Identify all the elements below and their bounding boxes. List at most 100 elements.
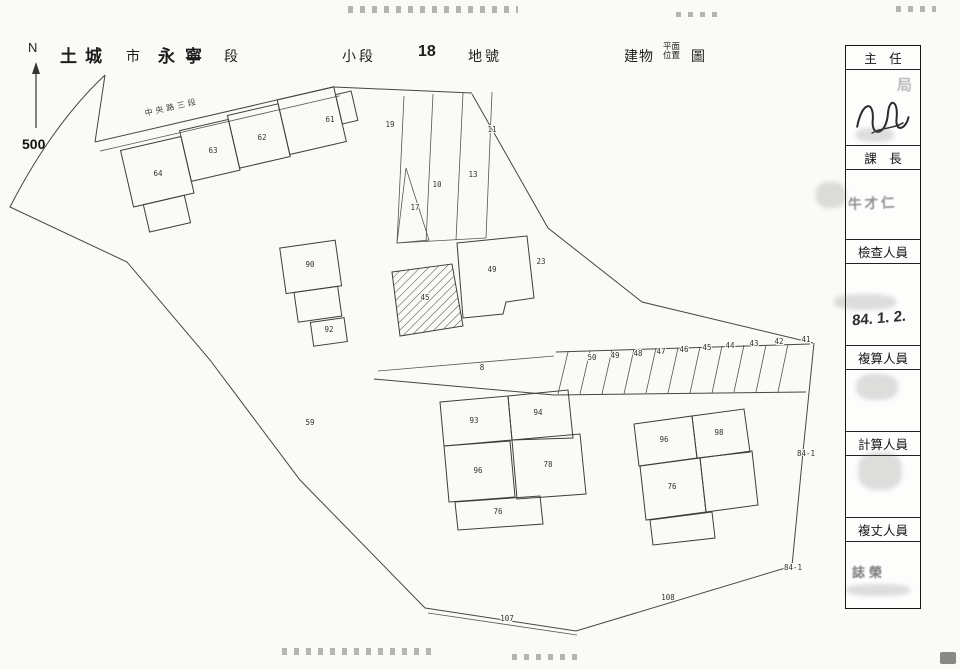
parcel-label: 76 [667,482,677,491]
scan-artifact [896,6,936,12]
approval-row-resurvey: 複丈人員 [846,518,920,542]
scan-artifact [940,652,956,664]
parcel-label: 46 [679,345,689,354]
title-building-label: 建物 [624,48,654,64]
parcel-label: 96 [659,435,669,444]
parcel-label: 63 [208,146,217,155]
title-plan-top: 平面 [663,41,681,51]
parcel-label: 23 [536,257,545,266]
scan-artifact [282,648,432,655]
parcel-label: 11 [487,125,496,134]
parcel-label: 64 [153,169,163,178]
bureau-stamp-char: 局 [896,77,912,94]
parcel-label: 96 [473,466,483,475]
parcel-label: 84-1 [797,449,815,458]
ghost-stamp [846,584,910,596]
approval-stamp-inspector: 84. 1. 2. [846,264,920,346]
parcel-label: 13 [468,170,477,179]
parcel-label: 84-1 [784,563,802,572]
parcel-labels: 64 63 62 61 19 11 13 10 17 90 92 45 49 23 8 50 49 48 47 46 4… [152,114,816,624]
building-49 [456,235,535,319]
parcel-label: 107 [500,614,514,623]
ghost-stamp [858,452,902,490]
lower-left-building-cluster [439,389,587,531]
row-label: 課 長 [864,152,902,166]
title-city-suffix: 市 [126,48,140,64]
scan-artifact [676,12,724,17]
parcel-label: 76 [493,507,503,516]
north-label: N [28,40,38,55]
lower-right-building-cluster [633,408,759,546]
handwritten-signature [856,101,910,134]
title-plan-stacked: 平面 位置 [663,42,680,60]
parcel-label: 47 [656,347,665,356]
building-90-group [279,239,348,347]
parcel-label: 49 [610,351,619,360]
site-boundary [9,74,815,636]
road-label: 中央路三段 [144,96,200,118]
hatched-parcel-45 [391,263,464,337]
parcel-label: 62 [257,133,266,142]
parcel-label: 8 [480,363,485,372]
parcel-label: 50 [587,353,597,362]
parcel-label: 98 [714,428,724,437]
parcel-label: 59 [305,418,314,427]
title-lot-label: 地號 [468,48,502,64]
ghost-stamp [834,294,896,310]
approval-row-calc: 計算人員 [846,432,920,456]
parcel-label: 78 [543,460,553,469]
title-subsection-label: 小段 [342,48,376,64]
scan-artifact [348,6,518,13]
ghost-stamp [856,128,894,142]
surveyor-seal: 誌榮 [852,565,887,580]
row-label: 主 任 [864,52,902,66]
approval-column: 主 任 局 課 長 牛才仁 檢查人員 84. 1. 2. 複算人員 計算人員 [845,45,921,609]
parcel-label: 42 [774,337,783,346]
approval-stamp-calc [846,456,920,518]
ghost-stamp [856,374,898,400]
north-arrow-icon [32,62,40,128]
approval-row-director: 主 任 [846,46,920,70]
parcel-label: 93 [469,416,478,425]
parcel-label: 17 [410,203,419,212]
inspection-date-stamp: 84. 1. 2. [851,307,907,330]
parcel-label: 108 [661,593,675,602]
approval-stamp-section-chief: 牛才仁 [846,170,920,240]
approval-stamp-recalc [846,370,920,432]
parcel-label: 92 [324,325,333,334]
title-lot-number: 18 [418,43,436,60]
parcel-label: 41 [801,335,810,344]
parcel-label: 61 [325,115,334,124]
ghost-stamp [816,182,846,208]
row-label: 複算人員 [857,352,908,366]
title-city: 土城 [60,47,110,66]
title-section-suffix: 段 [224,48,238,64]
scan-artifact [512,654,582,660]
road-and-upper-buildings: 中央路三段 [94,86,359,233]
title-plan-bottom: 位置 [663,50,681,60]
approval-stamp-resurvey: 誌榮 [846,542,920,608]
parcel-label: 45 [702,343,711,352]
section-chief-seal: 牛才仁 [847,195,898,212]
parcel-label: 43 [749,339,758,348]
approval-stamp-director: 局 [846,70,920,146]
scale-label: 500 [22,136,46,152]
parcel-label: 94 [533,408,543,417]
title-section: 永寧 [158,47,212,66]
parcel-label: 44 [725,341,735,350]
parcel-label: 10 [432,180,442,189]
parcel-label: 49 [487,265,496,274]
parcel-label: 48 [633,349,643,358]
row-label: 計算人員 [857,438,908,452]
title-plan-suffix: 圖 [691,48,705,64]
parcel-label: 90 [305,260,315,269]
row-label: 複丈人員 [857,524,908,538]
row-label: 檢查人員 [857,246,908,260]
approval-row-section-chief: 課 長 [846,146,920,170]
parcel-strips-top [396,91,493,244]
strip-band [373,343,811,396]
parcel-label: 19 [385,120,394,129]
approval-row-recalc: 複算人員 [846,346,920,370]
